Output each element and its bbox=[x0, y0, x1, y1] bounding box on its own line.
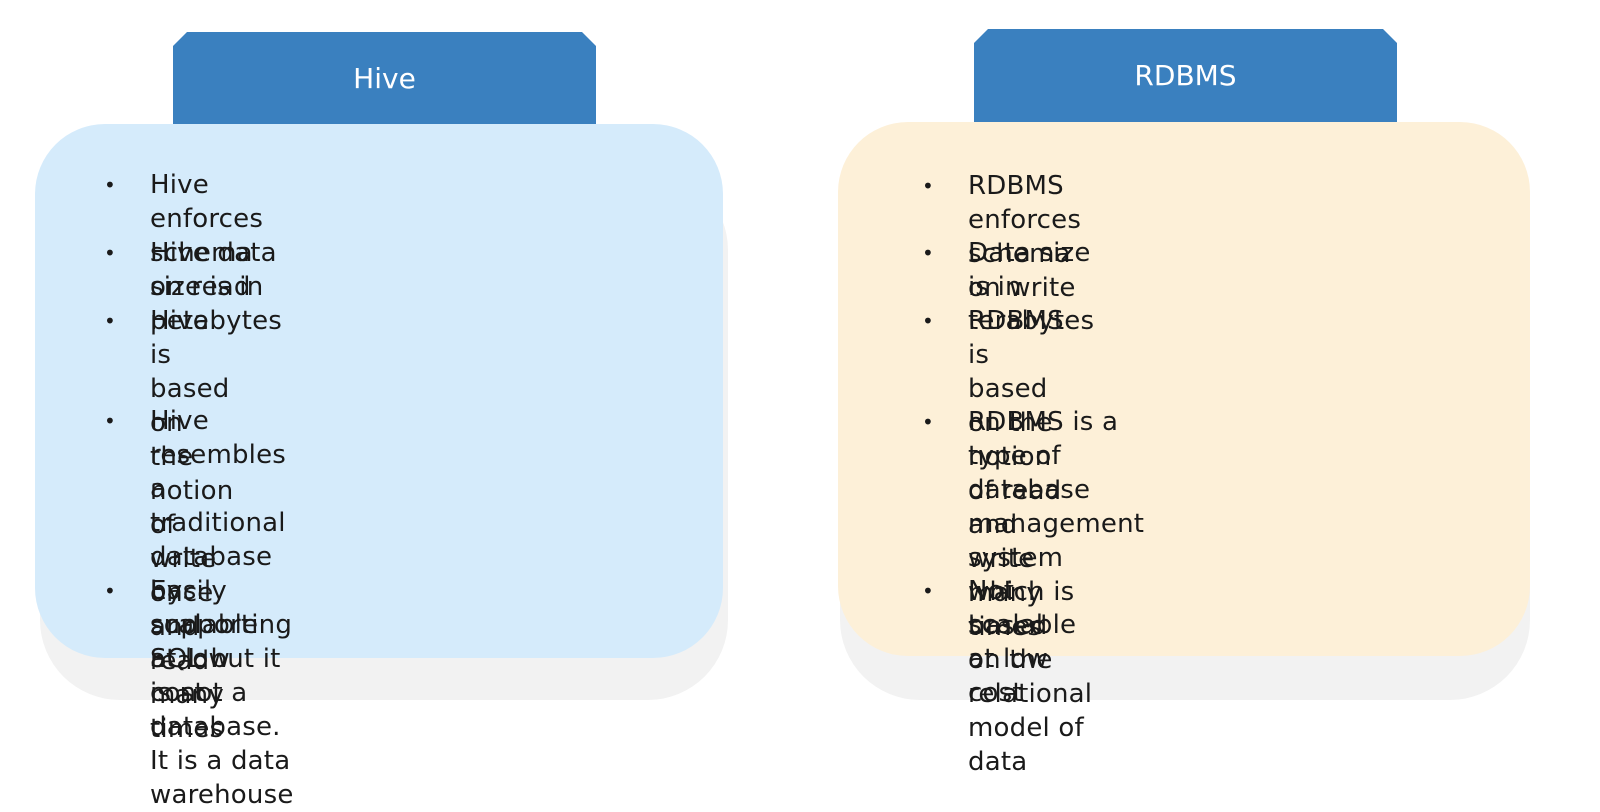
rdbms-point-list: • RDBMS enforces schema on write • Data … bbox=[922, 168, 1522, 777]
hive-point-text: Hive enforces schema on read bbox=[150, 170, 264, 302]
bullet-icon: • bbox=[922, 579, 934, 603]
rdbms-point-text: RDBMS enforces schema on write bbox=[968, 171, 1082, 303]
rdbms-card bbox=[838, 122, 1530, 656]
hive-point-text: Hive is based on the notion of write onc… bbox=[150, 306, 234, 744]
hive-header: Hive bbox=[173, 32, 596, 124]
hive-point-list: • Hive enforces schema on read • Hive da… bbox=[104, 168, 704, 810]
rdbms-point-text: Not scalable at low cost bbox=[968, 576, 1077, 708]
hive-card bbox=[35, 124, 723, 658]
bullet-icon: • bbox=[922, 410, 934, 434]
hive-point-text: Hive data size is in petabytes bbox=[150, 238, 283, 336]
bullet-icon: • bbox=[104, 241, 116, 265]
hive-point-text: Easily scalable at low cost bbox=[150, 576, 259, 708]
bullet-icon: • bbox=[104, 579, 116, 603]
rdbms-point-text: Data size is in terabytes bbox=[968, 238, 1095, 336]
bullet-icon: • bbox=[104, 409, 116, 433]
rdbms-title: RDBMS bbox=[1134, 59, 1237, 92]
bullet-icon: • bbox=[104, 173, 116, 197]
rdbms-header: RDBMS bbox=[974, 29, 1397, 122]
hive-title: Hive bbox=[353, 61, 416, 95]
rdbms-point-text: RDBMS is based on the notion of read and… bbox=[968, 306, 1064, 642]
bullet-icon: • bbox=[922, 174, 934, 198]
bullet-icon: • bbox=[922, 241, 934, 265]
bullet-icon: • bbox=[922, 309, 934, 333]
bullet-icon: • bbox=[104, 309, 116, 333]
